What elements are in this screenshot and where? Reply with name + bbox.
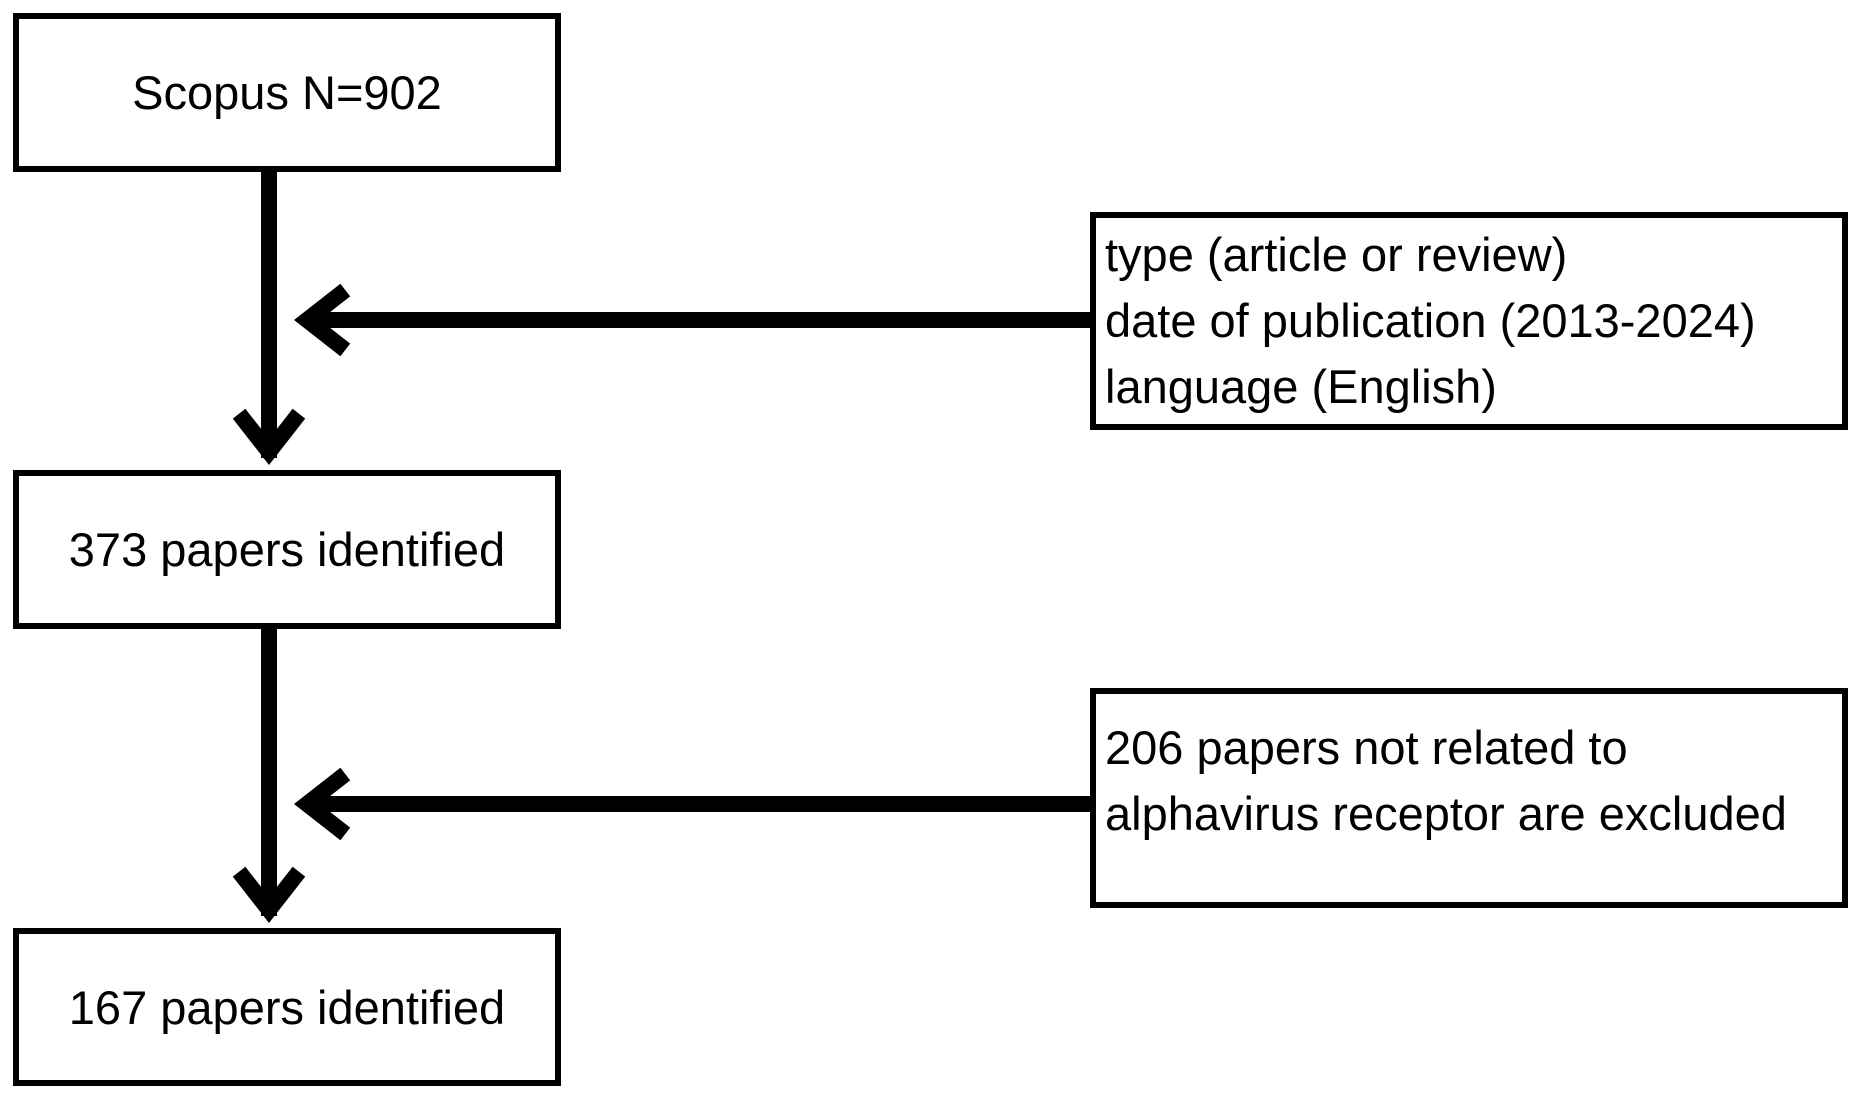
arrow-373-to-167-head <box>232 866 306 923</box>
arrow-criteria-head <box>294 283 351 357</box>
excluded-line-1: 206 papers not related to <box>1105 721 1628 774</box>
criteria-line-type: type (article or review) <box>1105 228 1568 281</box>
identified-373-box: 373 papers identified <box>13 470 561 629</box>
excluded-text: 206 papers not related to alphavirus rec… <box>1105 715 1787 847</box>
arrow-scopus-to-373-head <box>232 408 306 465</box>
excluded-line-2: alphavirus receptor are excluded <box>1105 787 1787 840</box>
excluded-box <box>1090 688 1848 908</box>
criteria-text: type (article or review) date of publica… <box>1105 222 1756 420</box>
identified-167-box: 167 papers identified <box>13 928 561 1086</box>
identified-373-label: 373 papers identified <box>68 523 506 576</box>
scopus-box: Scopus N=902 <box>13 13 561 172</box>
criteria-box <box>1090 212 1848 430</box>
arrow-excluded-head <box>294 767 351 841</box>
scopus-label: Scopus N=902 <box>132 66 442 119</box>
criteria-line-date: date of publication (2013-2024) <box>1105 294 1756 347</box>
identified-167-label: 167 papers identified <box>68 980 506 1034</box>
criteria-line-language: language (English) <box>1105 360 1497 413</box>
